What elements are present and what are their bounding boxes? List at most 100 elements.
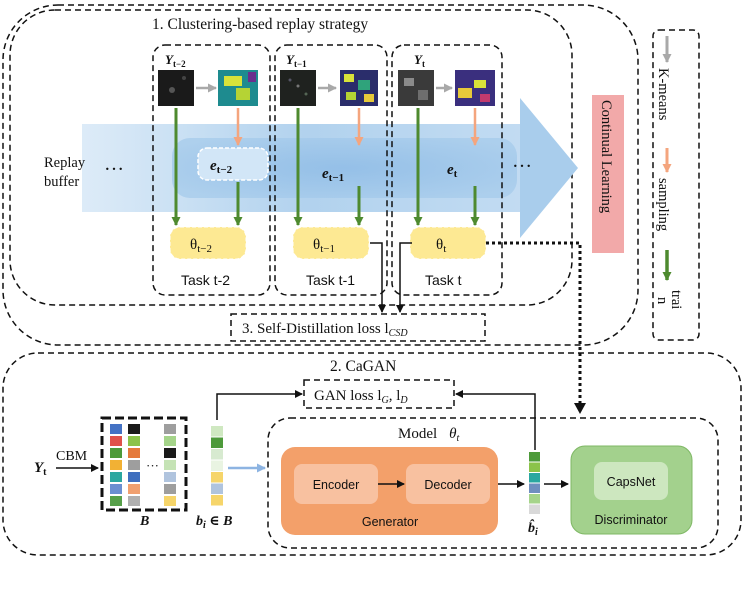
theta-box [409,226,487,260]
bi-vector [211,426,223,506]
exemplar-label: et−1 [322,166,344,184]
task-input-image [398,70,434,106]
theta-label: θt [436,237,446,255]
image-detail [236,88,250,100]
model-box [267,417,719,549]
theta-box [292,226,370,260]
legend-train-label-part1: trai [668,290,684,309]
theta-label: θt−2 [190,237,212,255]
legend-kmeans-label: K-means [655,68,671,121]
vector-cell [128,448,140,458]
vector-cell [211,449,223,460]
task-box [391,44,503,296]
capsnet-box [594,462,668,500]
vector-cell [110,484,122,494]
cagan-input-label: Yt [34,460,47,478]
image-detail [169,87,175,93]
vector-cell [128,496,140,506]
task-box [274,44,388,296]
section2-title: 2. CaGAN [330,358,396,375]
image-detail [404,78,414,86]
task-input-label: Yt−2 [165,52,186,69]
vector-cell [211,460,223,471]
vector-cell [164,436,176,446]
encoder-box [294,464,378,504]
task-column-t: Yt et θt Task t [391,44,503,296]
vector-cell [110,472,122,482]
vector-cell [110,424,122,434]
task-column-t-1: Yt−1 et−1 θt−1 Task t-1 [274,44,388,296]
gan-loss-box [303,379,455,409]
vector-cell [211,495,223,506]
legend-box [652,29,700,341]
vector-cell [529,504,540,514]
image-detail [474,80,486,88]
legend-sampling-label: sampling [655,178,671,231]
image-detail [248,72,256,82]
vector-cell [110,460,122,470]
replay-dots-left: … [104,153,124,175]
replay-buffer-label-line1: Replay [44,155,86,171]
replay-dots-right: … [512,150,532,172]
theta-box [169,226,247,260]
task-column-t-2: Yt−2 et−2 θt−2 Task t-2 [152,44,271,296]
cbm-label: CBM [56,449,88,464]
exemplar-box [197,147,269,181]
vector-cell [164,448,176,458]
bhat-label: b̂i [528,518,538,538]
continual-learning-label: Continual Learning [598,100,614,213]
vector-cell [164,424,176,434]
vector-cell [529,452,540,462]
vector-cell [211,472,223,483]
replay-arrow-head [520,98,578,238]
vector-cell [164,472,176,482]
theta-label: θt−1 [313,237,335,255]
vector-cell [110,496,122,506]
exemplar-label: et−2 [210,158,233,176]
decoder-box [406,464,490,504]
legend-train-label-part2: n [654,297,670,305]
vector-cell [529,494,540,504]
vector-cell [211,437,223,448]
vector-cell [529,462,540,472]
replay-buffer-label-line2: buffer [44,174,79,190]
image-detail [418,90,428,100]
task-input-image [158,70,194,106]
self-distillation-box [230,313,486,342]
image-detail [358,80,370,90]
sd-connector-right [396,242,412,313]
task-box [152,44,271,296]
vector-cell [164,484,176,494]
vector-cell [110,436,122,446]
vector-cell [128,484,140,494]
decoder-label: Decoder [424,478,471,492]
matrix-dots: ··· [146,458,159,473]
vector-cell [128,424,140,434]
bi-label: bi ∈ B [196,514,232,531]
task-input-label: Yt [414,52,425,69]
vector-cell [110,448,122,458]
outer-container-top [2,4,639,346]
task-input-image [280,70,316,106]
image-detail [224,76,242,86]
generator-label: Generator [362,515,418,529]
vector-cell [128,460,140,470]
discriminator-label: Discriminator [595,513,668,527]
matrix-b-label: B [139,514,149,529]
vector-cell [211,483,223,494]
section1-title: 1. Clustering-based replay strategy [152,16,368,33]
vector-cell [164,460,176,470]
vector-cell [211,426,223,437]
bhat-to-gan-loss-arrow [455,390,536,450]
task-label: Task t-1 [306,272,355,288]
image-detail [296,84,300,88]
cagan-container [2,352,742,556]
exemplar-label: et [447,162,458,180]
vector-cell [529,483,540,493]
matrix-b-box [100,416,188,512]
capsnet-label: CapsNet [607,475,656,489]
matrix-b-cells [110,424,176,506]
bhat-vector [529,452,540,514]
